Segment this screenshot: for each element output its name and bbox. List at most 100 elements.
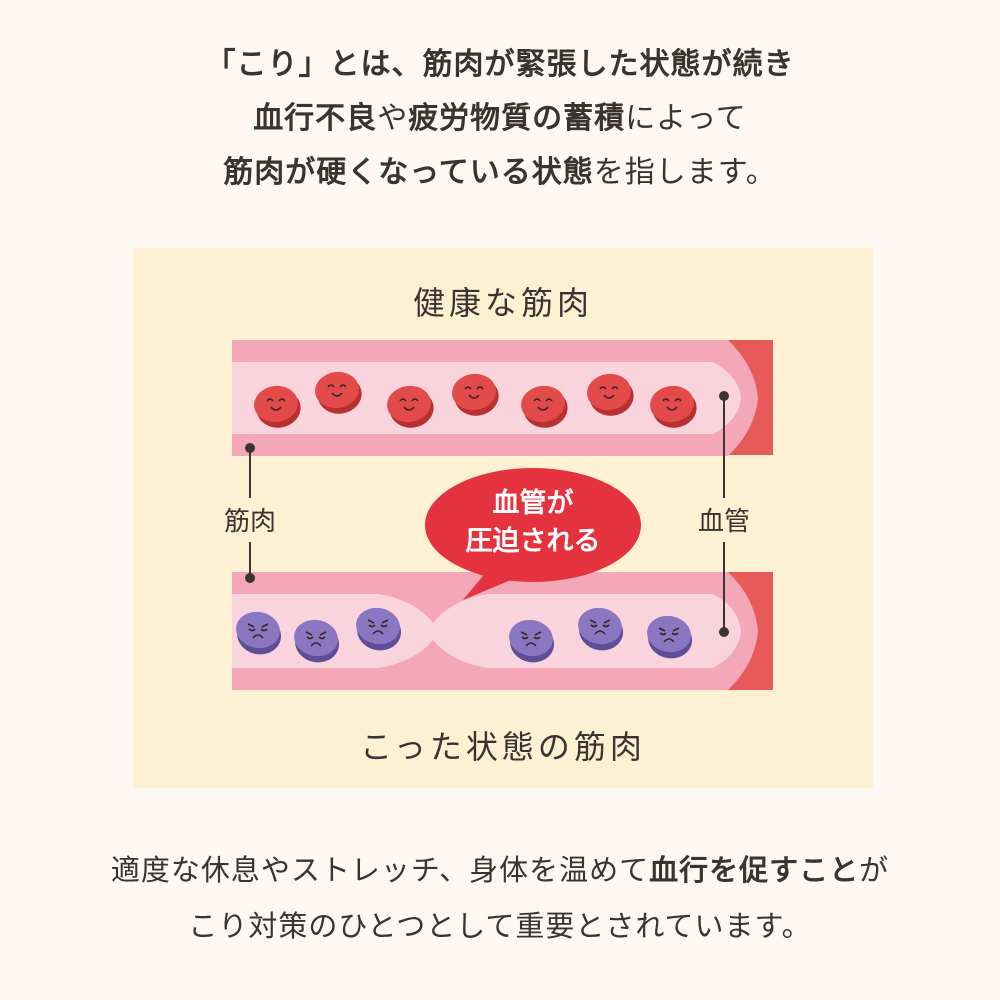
muscle-label: 筋肉 bbox=[224, 507, 276, 537]
sad-blood-cell bbox=[236, 611, 282, 655]
cell-body bbox=[452, 373, 496, 411]
cell-mouth bbox=[603, 394, 615, 399]
cell-mouth bbox=[331, 392, 343, 397]
cell-eye bbox=[278, 398, 286, 402]
cell-eye bbox=[599, 386, 607, 390]
cell-mouth bbox=[372, 630, 384, 635]
intro-line-1-text: 「こり」とは、筋肉が緊張した状態が続き bbox=[205, 47, 795, 82]
footer-line-2: こり対策のひとつとして重要とされています。 bbox=[0, 898, 1000, 954]
cell-eye bbox=[306, 636, 326, 640]
cell-eye bbox=[339, 384, 347, 388]
cell-mouth bbox=[525, 642, 537, 647]
cell-mouth bbox=[403, 406, 415, 411]
muscle-label-bg bbox=[211, 498, 291, 542]
bubble-tail bbox=[463, 564, 525, 600]
sad-blood-cell bbox=[578, 607, 624, 651]
cell-eye bbox=[266, 398, 274, 402]
bubble-text-1: 血管が bbox=[493, 487, 574, 519]
cell-eye bbox=[674, 398, 682, 402]
healthy-blood-cells bbox=[254, 371, 697, 428]
stiff-title: こった状態の筋肉 bbox=[360, 728, 646, 766]
cell-eye bbox=[248, 628, 268, 632]
footer-rest: 適度な休息やストレッチ、身体を温めて bbox=[110, 853, 650, 887]
bubble-body bbox=[425, 468, 641, 582]
happy-blood-cell bbox=[254, 385, 301, 428]
intro-by: によって bbox=[625, 101, 747, 136]
cell-eye bbox=[659, 632, 679, 636]
intro-emph-fatigue: 疲労物質の蓄積 bbox=[408, 101, 626, 136]
intro-conj: や bbox=[377, 101, 409, 136]
muscle-diagram: 筋肉 血管 血管が 圧迫される bbox=[211, 340, 773, 690]
cell-body bbox=[650, 385, 694, 423]
healthy-title: 健康な筋肉 bbox=[412, 284, 593, 322]
vessel-leader-dot-bottom bbox=[719, 627, 729, 637]
cell-mouth bbox=[270, 406, 282, 411]
cell-brow bbox=[520, 631, 542, 636]
cell-eye bbox=[411, 398, 419, 402]
happy-blood-cell bbox=[387, 385, 434, 428]
footer-ga: が bbox=[859, 853, 890, 887]
muscle-label-group: 筋肉 bbox=[211, 443, 291, 583]
cell-body bbox=[521, 385, 565, 423]
stiff-blood-cells bbox=[236, 607, 693, 663]
cell-eye bbox=[368, 624, 388, 628]
sad-blood-cell bbox=[294, 619, 340, 663]
intro-text: 「こり」とは、筋肉が緊張した状態が続き 血行不良や疲労物質の蓄積によって 筋肉が… bbox=[0, 38, 1000, 200]
cell-mouth bbox=[310, 642, 322, 647]
cell-mouth bbox=[252, 634, 264, 639]
cell-eye bbox=[662, 398, 670, 402]
cell-mouth bbox=[666, 406, 678, 411]
happy-blood-cell bbox=[315, 371, 362, 414]
cell-body bbox=[236, 611, 280, 649]
cell-body bbox=[387, 385, 431, 423]
vessel-label-group: 血管 bbox=[683, 391, 765, 637]
muscle-leader-dot-top bbox=[245, 443, 255, 453]
sad-blood-cell bbox=[356, 607, 402, 651]
vessel-label-bg bbox=[683, 498, 765, 542]
cell-brow bbox=[247, 623, 269, 628]
intro-line-3: 筋肉が硬くなっている状態を指します。 bbox=[0, 146, 1000, 200]
footer-emph: 血行を促すこと bbox=[649, 853, 860, 887]
cell-eye bbox=[545, 398, 553, 402]
cell-eye bbox=[476, 386, 484, 390]
cell-body bbox=[254, 385, 298, 423]
happy-blood-cell bbox=[650, 385, 697, 428]
stiff-vessel bbox=[232, 594, 741, 668]
cell-eye bbox=[611, 386, 619, 390]
cell-brow bbox=[658, 627, 680, 632]
intro-line-1: 「こり」とは、筋肉が緊張した状態が続き bbox=[0, 38, 1000, 92]
intro-refers: を指します。 bbox=[593, 155, 777, 190]
compression-bubble: 血管が 圧迫される bbox=[425, 468, 641, 600]
footer-text: 適度な休息やストレッチ、身体を温めて血行を促すことが こり対策のひとつとして重要… bbox=[0, 842, 1000, 954]
intro-line-2: 血行不良や疲労物質の蓄積によって bbox=[0, 92, 1000, 146]
diagram-panel: 筋肉 血管 血管が 圧迫される 健康な筋肉 こった状態の筋肉 bbox=[133, 248, 873, 788]
cell-body bbox=[315, 371, 359, 409]
happy-blood-cell bbox=[521, 385, 568, 428]
intro-emph-blood: 血行不良 bbox=[253, 101, 378, 136]
happy-blood-cell bbox=[587, 373, 634, 416]
cell-mouth bbox=[663, 638, 675, 643]
cell-eye bbox=[399, 398, 407, 402]
footer-line-2-text: こり対策のひとつとして重要とされています。 bbox=[188, 909, 812, 943]
cell-brow bbox=[367, 619, 389, 624]
happy-blood-cell bbox=[452, 373, 499, 416]
cell-mouth bbox=[594, 630, 606, 635]
cell-eye bbox=[533, 398, 541, 402]
cell-body bbox=[509, 619, 553, 657]
cell-brow bbox=[305, 631, 327, 636]
intro-emph-hard: 筋肉が硬くなっている状態 bbox=[223, 155, 594, 190]
cell-body bbox=[578, 607, 622, 645]
sad-blood-cell bbox=[509, 619, 555, 663]
vessel-leader-dot-top bbox=[719, 391, 729, 401]
cell-mouth bbox=[468, 394, 480, 399]
cell-eye bbox=[464, 386, 472, 390]
muscle-leader-dot-bottom bbox=[245, 573, 255, 583]
cell-body bbox=[356, 607, 400, 645]
cell-body bbox=[294, 619, 338, 657]
vessel-label: 血管 bbox=[698, 507, 750, 537]
cell-eye bbox=[327, 384, 335, 388]
cell-eye bbox=[521, 636, 541, 640]
stiff-muscle bbox=[232, 572, 773, 690]
footer-line-1: 適度な休息やストレッチ、身体を温めて血行を促すことが bbox=[0, 842, 1000, 898]
sad-blood-cell bbox=[647, 615, 693, 659]
